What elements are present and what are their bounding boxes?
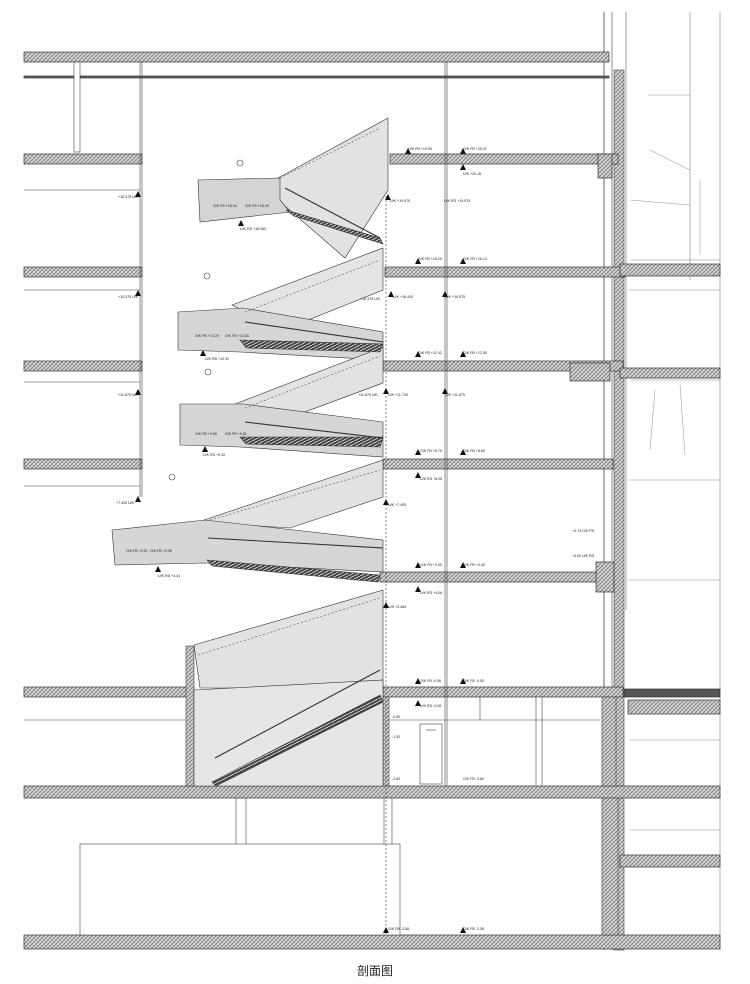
level-label: O/K FB +13.29 xyxy=(195,334,219,338)
level-label: U/K +16.440 xyxy=(393,295,413,299)
level-label: +11.675 U/K xyxy=(118,393,138,397)
facade xyxy=(603,12,721,951)
level-label: +11.675 U/K xyxy=(358,393,378,397)
level-label: O/K FB +4.96 xyxy=(150,549,172,553)
slab-l5 xyxy=(379,571,606,583)
level-label: U/K +7.405 xyxy=(388,503,406,507)
level-label: U/K +20.16 xyxy=(463,172,481,176)
level-label: O/K FB +16.09 xyxy=(245,204,269,208)
flight-5 xyxy=(193,589,384,689)
slab-foundation xyxy=(23,934,721,950)
slab-l1 xyxy=(23,153,143,165)
level-label: -0.60 xyxy=(392,715,400,719)
level-label: O/K FB +9.65 xyxy=(195,432,217,436)
level-label: +15.375 U/K xyxy=(118,295,139,299)
level-annotations: +16.375 U/K O/K FB +19.95 O/K FB +20.07 … xyxy=(116,147,595,931)
level-label: U/K RD -0.06 xyxy=(420,704,441,708)
level-label: O/K FB +12.50 xyxy=(463,351,487,355)
level-label: -1.92 xyxy=(392,735,400,739)
walls xyxy=(24,61,619,936)
level-label: O/K FB -2.08 xyxy=(463,927,484,931)
round-openings xyxy=(168,159,244,481)
level-label: O/K FB +8.80 xyxy=(463,449,485,453)
level-label: O/K FB +16.13 xyxy=(463,257,487,261)
level-label: +4.60 U/K RD xyxy=(572,554,595,558)
level-label: +16.375 U/K xyxy=(118,195,139,199)
slab-l3 xyxy=(23,360,143,372)
flight-4 xyxy=(197,459,384,529)
level-label: O/K FB -0.06 xyxy=(420,679,441,683)
level-label: O/K FB -0.00 xyxy=(463,679,484,683)
level-label: U/K RD +12.92 xyxy=(205,357,229,361)
level-label: U/K +19.075 xyxy=(390,199,410,203)
level-label: U/K +16.575 xyxy=(445,295,465,299)
level-label: O/K FB +4.30 xyxy=(420,563,442,567)
level-label: O/K FB +4.40 xyxy=(463,563,485,567)
slab-ground xyxy=(23,686,195,698)
level-label: U/K +11.875 xyxy=(445,393,465,397)
level-label: U/K RD +4.06 xyxy=(420,591,442,595)
level-label: O/K FB +13.35 xyxy=(225,334,249,338)
level-label: O/K FB +12.42 xyxy=(418,351,442,355)
landing-3 xyxy=(179,403,384,458)
landing-4 xyxy=(111,519,384,573)
slab-basement xyxy=(23,785,721,799)
level-label: U/K RD +9.32 xyxy=(203,453,225,457)
level-label: U/K RD +16.060 xyxy=(240,227,266,231)
landing-1 xyxy=(197,177,291,223)
level-label: +16.375 U/K xyxy=(360,297,381,301)
level-label: +4.74 O/K FB xyxy=(572,529,594,533)
slab-l4 xyxy=(23,458,143,470)
level-label: O/K FB +4.91 xyxy=(126,549,148,553)
drawing-caption: 剖面图 xyxy=(356,964,393,978)
level-label: O/K FB +19.95 xyxy=(408,147,432,151)
level-label: U/K RD +4.41 xyxy=(158,574,180,578)
slab-roof xyxy=(23,51,610,63)
level-label: O/K FB +9.61 xyxy=(225,432,247,436)
level-label: O/K FB -3.58 xyxy=(388,927,409,931)
floor-slabs xyxy=(23,51,721,950)
staircase xyxy=(111,117,389,787)
level-label: U/K RD +19.575 xyxy=(444,199,470,203)
level-label: U/K RD +8.08 xyxy=(420,477,442,481)
level-label: O/K FB +8.70 xyxy=(420,449,442,453)
level-label: +7.405 U/K xyxy=(116,501,135,505)
level-label: O/K FB +16.20 xyxy=(418,257,442,261)
level-markers xyxy=(135,148,466,933)
level-label: O/K FB +20.07 xyxy=(463,147,487,151)
level-label: U/K +3.465 xyxy=(388,605,406,609)
level-label: O/K FB +16.04 xyxy=(213,204,237,208)
level-label: U/K +11.740 xyxy=(388,393,408,397)
slab-l2 xyxy=(23,266,143,278)
level-label: -2.62 xyxy=(392,777,400,781)
level-label: O/K FB -3.80 xyxy=(463,777,484,781)
flight-6 xyxy=(193,679,384,787)
